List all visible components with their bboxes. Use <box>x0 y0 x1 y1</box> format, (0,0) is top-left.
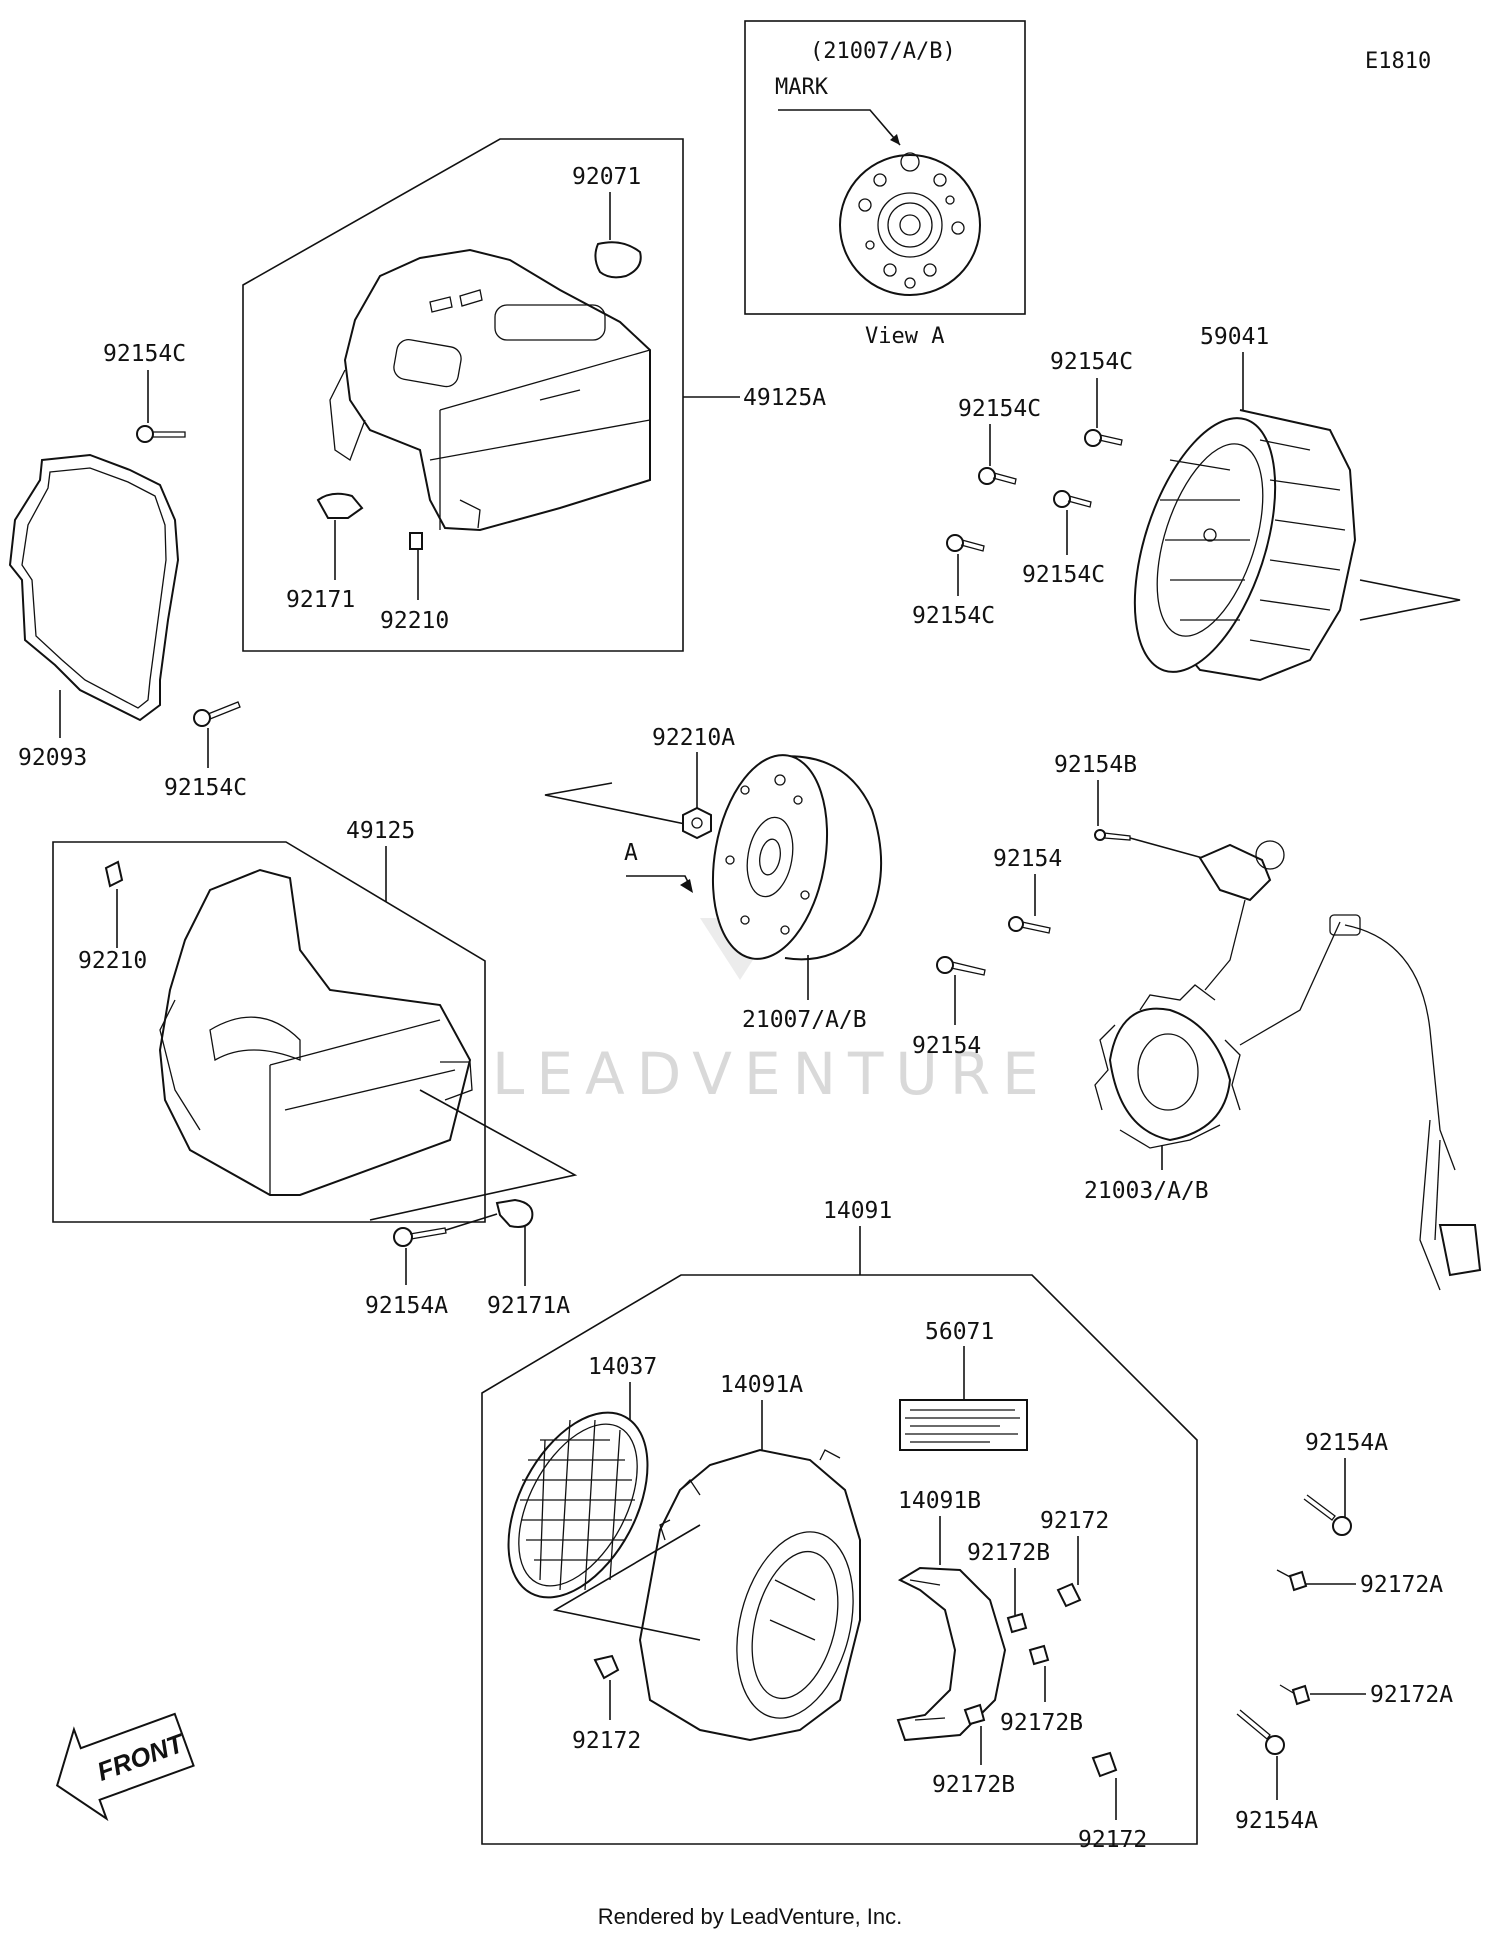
label-49125A: 49125A <box>743 385 826 411</box>
cooling-fan-icon <box>1133 409 1357 682</box>
clip-92210-icon <box>409 532 423 550</box>
label-92154C-c: 92154C <box>1022 562 1105 588</box>
screw-92172-b-icon <box>1056 1582 1082 1608</box>
diagram-code: E1810 <box>1365 49 1431 74</box>
label-92172-a: 92172 <box>572 1728 641 1754</box>
view-a-mark-label: MARK <box>775 75 829 100</box>
bolt-92154C-c-icon <box>1053 490 1092 508</box>
front-direction-icon: FRONT <box>55 1712 195 1822</box>
upper-shroud-icon <box>329 248 651 532</box>
label-92172-c: 92172 <box>1078 1827 1147 1853</box>
fan-housing-icon <box>638 1448 861 1742</box>
view-a-title: (21007/A/B) <box>810 39 956 64</box>
gasket-92093-icon <box>8 453 180 722</box>
label-14037: 14037 <box>588 1354 657 1380</box>
stator-coil-icon <box>1094 840 1482 1291</box>
warning-label-icon <box>899 1399 1028 1451</box>
label-92154C-top: 92154C <box>103 341 186 367</box>
label-92171: 92171 <box>286 587 355 613</box>
label-92154A-left: 92154A <box>365 1293 448 1319</box>
label-21003: 21003/A/B <box>1084 1178 1209 1204</box>
lower-shroud-icon <box>158 868 473 1196</box>
label-92154A-r2: 92154A <box>1235 1808 1318 1834</box>
label-92154C-a: 92154C <box>1050 349 1133 375</box>
label-92154A-r1: 92154A <box>1305 1430 1388 1456</box>
label-14091B: 14091B <box>898 1488 981 1514</box>
label-21007: 21007/A/B <box>742 1007 867 1033</box>
bolt-92154C-d-icon <box>946 534 985 552</box>
rotor-face-icon <box>839 152 981 296</box>
label-49125: 49125 <box>346 818 415 844</box>
lower-shroud-group: 49125 92210 <box>52 818 578 1223</box>
bolt-92154-a-icon <box>1008 916 1051 934</box>
label-92154B: 92154B <box>1054 752 1137 778</box>
view-a-caption: View A <box>865 324 944 349</box>
label-92154C-mid: 92154C <box>164 775 247 801</box>
label-arrow-A: A <box>624 840 638 866</box>
screw-92172A-r1-icon <box>1276 1569 1308 1592</box>
label-92172A-r1: 92172A <box>1360 1572 1443 1598</box>
mark-arrow-icon <box>890 134 900 145</box>
label-92210-lower: 92210 <box>78 948 147 974</box>
screw-92172A-r2-icon <box>1279 1684 1311 1706</box>
bolt-92154C-mid-icon <box>193 701 241 727</box>
recoil-cover-group: 56071 14037 14091A 92172 14091B <box>481 1274 1198 1853</box>
nut-92210A-icon <box>682 806 712 840</box>
label-92154C-d: 92154C <box>912 603 995 629</box>
label-92071: 92071 <box>572 164 641 190</box>
bolt-92154C-b-icon <box>978 467 1017 485</box>
view-a-inset: (21007/A/B) MARK View A <box>744 20 1026 349</box>
label-59041: 59041 <box>1200 324 1269 350</box>
label-92171A: 92171A <box>487 1293 570 1319</box>
flywheel-rotor-icon <box>711 754 883 961</box>
screw-92172B-b-icon <box>1028 1644 1050 1666</box>
label-92172B-c: 92172B <box>932 1772 1015 1798</box>
label-14091A: 14091A <box>720 1372 803 1398</box>
clamp-92171A-icon <box>495 1198 534 1228</box>
bolt-92154A-left-icon <box>393 1227 447 1247</box>
bolt-92154C-a-icon <box>1084 429 1123 447</box>
label-92210-upper: 92210 <box>380 608 449 634</box>
label-92154-b: 92154 <box>912 1033 981 1059</box>
bolt-92154A-r1-icon <box>1303 1494 1352 1536</box>
bolt-92154C-top-icon <box>136 425 186 443</box>
clip-92210-lower-icon <box>104 860 124 888</box>
label-92154-a: 92154 <box>993 846 1062 872</box>
cover-grille-icon <box>507 1411 649 1599</box>
plug-cap-icon <box>594 241 642 279</box>
view-a-arrow-icon <box>680 879 693 893</box>
label-92172A-r2: 92172A <box>1370 1682 1453 1708</box>
bolt-92154B-icon <box>1094 829 1131 841</box>
label-14091: 14091 <box>823 1198 892 1224</box>
label-56071: 56071 <box>925 1319 994 1345</box>
bolt-92154-b-icon <box>936 956 986 976</box>
screw-92172B-a-icon <box>1006 1612 1028 1634</box>
screw-92172-c-icon <box>1091 1751 1118 1778</box>
footer-credit: Rendered by LeadVenture, Inc. <box>597 1904 903 1929</box>
label-92172-b: 92172 <box>1040 1508 1109 1534</box>
label-92172B-b: 92172B <box>1000 1710 1083 1736</box>
watermark-text: LEADVENTURE <box>492 1040 1051 1108</box>
starter-cover-icon <box>896 1566 1007 1742</box>
screw-92172-a-icon <box>593 1654 620 1680</box>
clip-92171-icon <box>316 492 364 519</box>
upper-shroud-group: 49125A 92071 92171 92210 <box>242 138 826 652</box>
bolt-92154A-r2-icon <box>1236 1709 1285 1755</box>
label-92210A: 92210A <box>652 725 735 751</box>
label-92172B-a: 92172B <box>967 1540 1050 1566</box>
label-92154C-b: 92154C <box>958 396 1041 422</box>
label-92093: 92093 <box>18 745 87 771</box>
screw-92172B-c-icon <box>963 1703 986 1726</box>
